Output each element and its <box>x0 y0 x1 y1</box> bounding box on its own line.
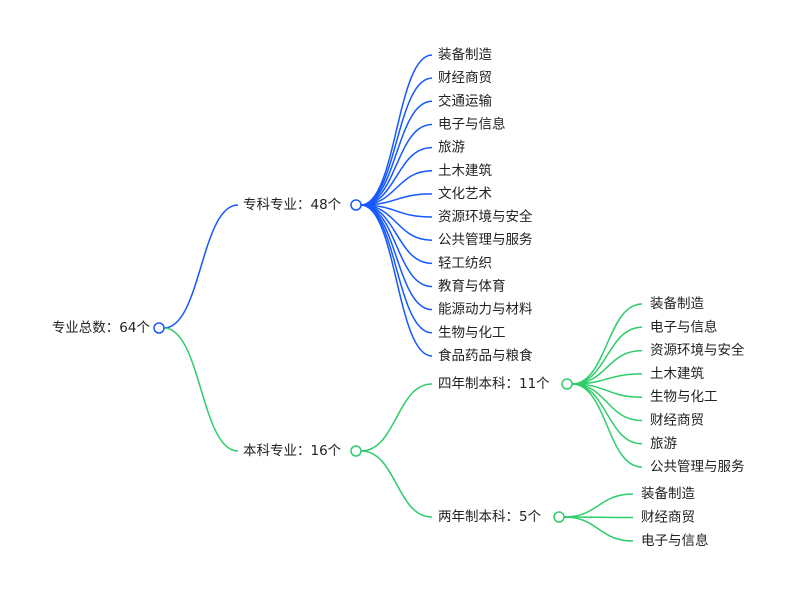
leaf-line <box>563 516 634 542</box>
leaf-line <box>360 146 433 206</box>
leaf-line <box>571 326 643 385</box>
leaf-label: 旅游 <box>650 436 677 452</box>
leaf-line <box>360 204 433 334</box>
node-circle <box>561 378 573 390</box>
leaf-label: 财经商贸 <box>641 510 695 526</box>
leaf-label: 公共管理与服务 <box>438 232 533 248</box>
node-label: 两年制本科：5个 <box>438 509 542 525</box>
leaf-label: 能源动力与材料 <box>438 302 533 318</box>
node-circle <box>553 511 565 523</box>
leaf-label: 资源环境与安全 <box>438 208 533 225</box>
node-label: 四年制本科：11个 <box>438 376 550 392</box>
leaf-label: 公共管理与服务 <box>650 459 745 475</box>
leaf-line <box>360 100 433 206</box>
leaf-line <box>360 54 433 206</box>
leaf-label: 装备制造 <box>641 485 695 502</box>
branch-line <box>163 327 239 452</box>
branch-line <box>360 450 433 518</box>
leaf-label: 旅游 <box>438 140 465 156</box>
leaf-line <box>360 204 433 357</box>
leaf-line <box>571 303 643 385</box>
root-label: 专业总数：64个 <box>52 320 151 336</box>
leaf-label: 文化艺术 <box>438 186 492 202</box>
branch-line <box>163 204 239 329</box>
leaf-label: 生物与化工 <box>438 325 506 341</box>
leaf-line <box>360 77 433 206</box>
leaf-line <box>360 204 433 265</box>
leaf-label: 装备制造 <box>438 46 492 63</box>
leaf-label: 土木建筑 <box>650 366 704 382</box>
leaf-label: 轻工纺织 <box>438 255 492 271</box>
leaf-line <box>571 383 643 445</box>
leaf-line <box>563 493 634 518</box>
node-label: 本科专业：16个 <box>243 443 342 459</box>
node-circle <box>350 199 362 211</box>
node-circle <box>350 445 362 457</box>
leaf-label: 电子与信息 <box>438 115 506 132</box>
leaf-label: 教育与体育 <box>438 279 506 295</box>
leaf-line <box>571 383 643 468</box>
leaf-label: 电子与信息 <box>650 318 718 335</box>
leaf-label: 电子与信息 <box>641 532 709 549</box>
leaf-line <box>360 170 433 206</box>
leaf-label: 交通运输 <box>438 92 492 109</box>
leaf-line <box>360 123 433 206</box>
leaf-label: 生物与化工 <box>650 389 718 405</box>
leaf-label: 财经商贸 <box>650 413 704 429</box>
branch-line <box>360 383 433 452</box>
leaf-line <box>360 204 433 311</box>
leaf-label: 土木建筑 <box>438 163 492 179</box>
leaf-label: 资源环境与安全 <box>650 342 745 359</box>
root-node-circle <box>153 322 165 334</box>
node-label: 专科专业：48个 <box>243 197 342 213</box>
leaf-label: 财经商贸 <box>438 70 492 86</box>
leaf-label: 食品药品与粮食 <box>438 347 533 364</box>
leaf-label: 装备制造 <box>650 295 704 312</box>
